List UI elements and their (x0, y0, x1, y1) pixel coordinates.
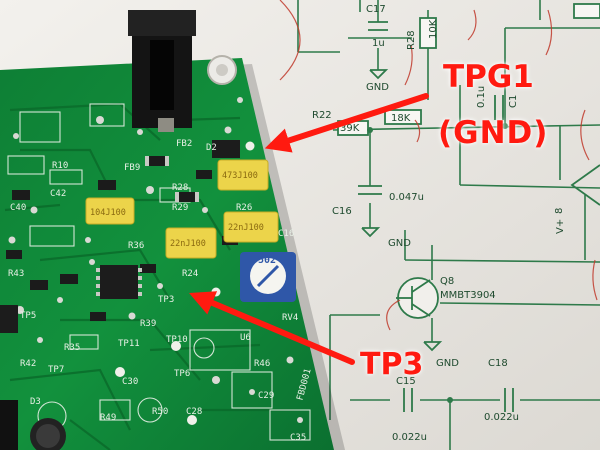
dc-jack (128, 10, 196, 132)
silk-r24: R24 (182, 269, 198, 279)
silk-r46: R46 (254, 359, 270, 369)
silk-r10: R10 (52, 161, 68, 171)
silk-tp5: TP5 (20, 311, 36, 321)
arrow-tp3 (189, 291, 355, 365)
mark-502: 502 (258, 255, 276, 266)
silk-tp11: TP11 (118, 339, 140, 349)
silk-fb2: FB2 (176, 139, 192, 149)
film-capacitors (85, 159, 279, 259)
callout-gnd: (GND) (438, 115, 549, 151)
pcb-pads (8, 97, 303, 425)
pen-marks (279, 0, 598, 331)
arrow-tpg1 (264, 93, 429, 153)
label-c17-val: 1u (372, 38, 385, 49)
label-r22-val: 39K (340, 123, 360, 134)
silkscreen-text: FB2 D2 FB9 R28 R29 R26 R36 R24 TP3 TP10 … (8, 139, 314, 443)
label-gnd-q8: GND (436, 358, 459, 369)
mark-22nj100-b: 22nJ100 (228, 223, 264, 233)
silk-c35: C35 (290, 433, 306, 443)
ic-chips (0, 140, 240, 333)
label-pin8: 8 (554, 208, 565, 214)
silk-r26: R26 (236, 203, 252, 213)
silk-c29: C29 (258, 391, 274, 401)
schematic-symbols (337, 3, 600, 412)
silk-r29: R29 (172, 203, 188, 213)
label-c18: C18 (488, 358, 508, 369)
silk-tp3: TP3 (158, 295, 174, 305)
silk-c28: C28 (186, 407, 202, 417)
silk-u6: U6 (240, 333, 251, 343)
mark-473j100: 473J100 (222, 171, 258, 181)
label-r28-val: 10K (428, 19, 439, 39)
silk-c30: C30 (122, 377, 138, 387)
silk-r36: R36 (128, 241, 144, 251)
silk-d3: D3 (30, 397, 41, 407)
label-c16: C16 (332, 206, 352, 217)
mark-104j100: 104J100 (90, 208, 126, 218)
silk-r39: R39 (140, 319, 156, 329)
label-c17: C17 (366, 4, 386, 15)
silk-r35: R35 (64, 343, 80, 353)
silk-c16: C16 (278, 229, 294, 239)
silk-c40: C40 (10, 203, 26, 213)
silk-rv4: RV4 (282, 313, 298, 323)
label-gnd-mid: GND (388, 238, 411, 249)
callout-tp3: TP3 (360, 347, 424, 382)
callout-tpg1: TPG1 (443, 59, 534, 95)
silk-fb9: FB9 (124, 163, 140, 173)
label-r28: R28 (406, 30, 417, 50)
silk-r50: R50 (152, 407, 168, 417)
silk-tp7: TP7 (48, 365, 64, 375)
schematic-wires (297, 0, 600, 450)
label-r22: R22 (312, 110, 332, 121)
schematic-junctions (367, 123, 508, 403)
schematic-text: C17 1u GND R28 10K R22 39K 18K C16 0.047… (312, 4, 566, 443)
label-c16-val: 0.047u (389, 192, 424, 203)
component-markings: 104J100 473J100 22nJ100 22nJ100 502 (90, 171, 276, 266)
label-18k: 18K (391, 113, 411, 124)
silk-r42: R42 (20, 359, 36, 369)
trimmer-pot (240, 252, 296, 302)
annotation-arrows (189, 93, 429, 365)
label-c1: C1 (508, 95, 519, 108)
label-q8: Q8 (440, 276, 454, 287)
label-gnd-top: GND (366, 82, 389, 93)
silk-c42: C42 (50, 189, 66, 199)
label-c18-val: 0.022u (484, 412, 519, 423)
label-c15-val: 0.022u (392, 432, 427, 443)
label-c15: C15 (396, 376, 416, 387)
silk-r43: R43 (8, 269, 24, 279)
silk-tp10: TP10 (166, 335, 188, 345)
electrolytic-caps (0, 400, 66, 450)
silk-r28: R28 (172, 183, 188, 193)
label-v-plus: V+ (555, 219, 566, 234)
silk-r49: R49 (100, 413, 116, 423)
silk-d2: D2 (206, 143, 217, 153)
mark-22nj100-a: 22nJ100 (170, 239, 206, 249)
label-0-1u: 0.1u (476, 86, 487, 108)
silkscreen-outlines (7, 103, 311, 441)
silk-tp6: TP6 (174, 369, 190, 379)
label-q8-part: MMBT3904 (440, 290, 496, 301)
